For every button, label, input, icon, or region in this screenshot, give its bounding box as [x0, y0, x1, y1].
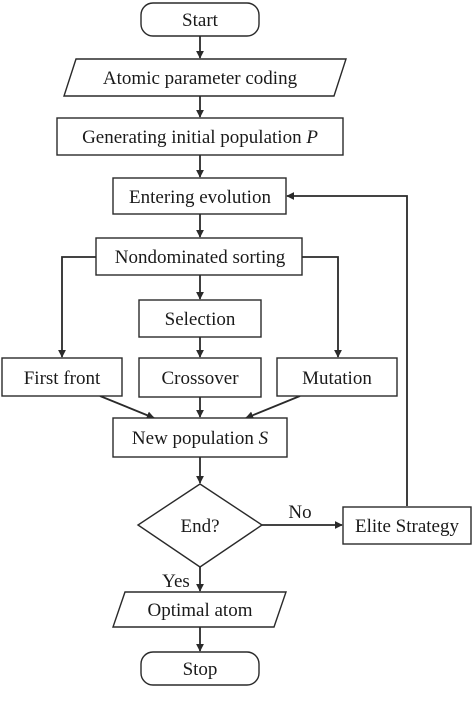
node-first-front: First front [1, 357, 123, 397]
node-crossover-label: Crossover [161, 368, 239, 389]
node-start-label: Start [182, 10, 219, 31]
node-mutation-label: Mutation [302, 368, 372, 389]
node-entering-evolution: Entering evolution [112, 177, 287, 215]
edge-label-yes: Yes [162, 571, 190, 592]
node-generating-initial-population: Generating initial population P [56, 117, 344, 156]
node-stop: Stop [140, 651, 260, 686]
edge-label-no: No [288, 502, 311, 523]
node-newpop-variable: S [259, 428, 269, 449]
edge-sorting-first-front [58, 256, 96, 358]
node-optimal-label: Optimal atom [147, 600, 252, 621]
node-elite-strategy: Elite Strategy [342, 506, 472, 545]
node-end-label: End? [180, 516, 219, 537]
node-coding-label: Atomic parameter coding [103, 68, 298, 89]
node-optimal-atom: Optimal atom [112, 591, 287, 628]
node-stop-label: Stop [183, 659, 218, 680]
node-atomic-parameter-coding: Atomic parameter coding [63, 58, 347, 97]
node-nondominated-sorting: Nondominated sorting [95, 237, 303, 276]
edge-first-front-newpop [99, 395, 155, 419]
edges [58, 36, 408, 652]
node-evolution-label: Entering evolution [129, 187, 271, 208]
node-init-label: Generating initial population P [82, 127, 318, 148]
edge-elite-evolution [286, 192, 408, 506]
node-new-population: New population S [112, 417, 288, 458]
node-selection: Selection [138, 299, 262, 338]
node-init-variable: P [305, 127, 318, 148]
edge-sorting-mutation [302, 256, 342, 358]
node-init-text: Generating initial population [82, 127, 306, 148]
node-mutation: Mutation [276, 357, 398, 397]
node-end-decision: End? [136, 483, 264, 568]
node-start: Start [140, 2, 260, 37]
node-first-front-label: First front [24, 368, 101, 389]
node-sorting-label: Nondominated sorting [115, 247, 286, 268]
node-elite-label: Elite Strategy [355, 516, 459, 537]
node-newpop-text: New population [132, 428, 259, 449]
node-selection-label: Selection [165, 309, 236, 330]
node-crossover: Crossover [138, 357, 262, 398]
edge-mutation-newpop [245, 395, 301, 419]
node-newpop-label: New population S [132, 428, 269, 449]
